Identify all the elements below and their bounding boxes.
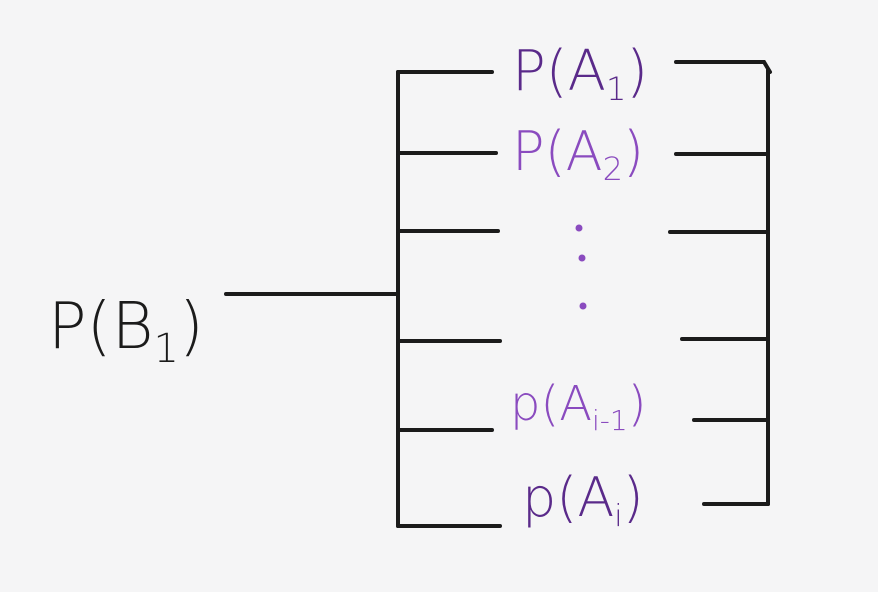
ellipsis-dot-1 — [575, 224, 583, 232]
branch-label-ai-minus-1: p(Ai-1) — [510, 376, 646, 437]
ellipsis-dot-3 — [579, 302, 587, 310]
branch-label-a2: P(A2) — [512, 120, 644, 188]
right-branch-1 — [674, 60, 772, 74]
source-label-prefix: P(B — [48, 290, 153, 364]
branch-label-ai: p(Ai) — [522, 466, 644, 534]
source-label: P(B1) — [48, 290, 204, 372]
branch-label-a1: P(A1) — [512, 39, 648, 108]
source-label-suffix: ) — [179, 290, 204, 364]
source-label-subscript: 1 — [153, 326, 178, 372]
ellipsis-dot-2 — [578, 254, 586, 262]
